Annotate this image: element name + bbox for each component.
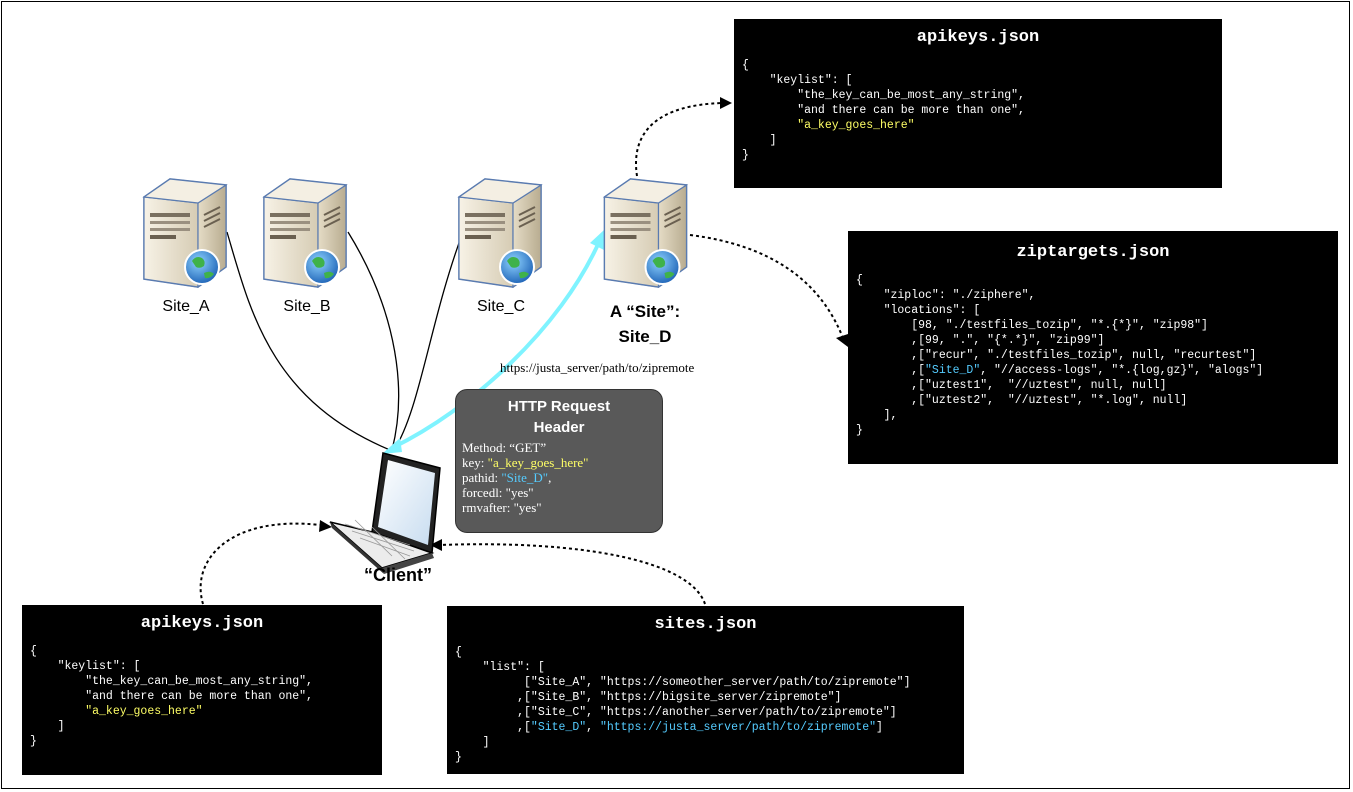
- ziptargets-line: }: [856, 424, 863, 437]
- ziptargets-line: ,["Site_D", "//access-logs", "*.{log,gz}…: [856, 363, 1330, 378]
- client-laptop-icon: [329, 452, 441, 574]
- client-label: “Client”: [363, 565, 432, 585]
- site-a-label: Site_A: [162, 298, 210, 315]
- site-c-server-icon: [458, 178, 542, 288]
- client-apikeys-line: ]: [30, 720, 65, 733]
- client-apikeys-highlight-key: "a_key_goes_here": [85, 705, 203, 718]
- server-apikeys-line: "the_key_can_be_most_any_string",: [742, 89, 1025, 102]
- ziptargets-line: ,["uztest2", "//uztest", "*.log", null]: [856, 394, 1188, 407]
- server-apikeys-line: ]: [742, 134, 777, 147]
- request-pathid-line: pathid: "Site_D",: [462, 470, 662, 485]
- site-d-to-apikeys-arrow: [635, 102, 723, 177]
- sites-json-line: ]: [455, 736, 490, 749]
- sites-json-line: {: [455, 646, 462, 659]
- sites-json-line: ,["Site_B", "https://bigsite_server/zipr…: [455, 691, 842, 704]
- client-apikeys-line: {: [30, 645, 37, 658]
- ziptargets-json-box: ziptargets.json { "ziploc": "./ziphere",…: [848, 231, 1338, 464]
- ziptargets-line: ],: [856, 409, 898, 422]
- site-d-to-apikeys-arrow-head: [720, 97, 732, 109]
- sites-json-segment: ]: [876, 721, 883, 734]
- indent: [30, 705, 85, 718]
- site-c-connection: [393, 231, 464, 451]
- ziptargets-title: ziptargets.json: [1016, 243, 1170, 262]
- site-d-to-ziptargets-arrow-head: [836, 334, 848, 347]
- sites-to-client-arrow: [439, 543, 706, 605]
- sites-json-box: sites.json { "list": [ ["Site_A", "https…: [447, 606, 964, 774]
- apikeys-to-client-arrow: [199, 522, 321, 605]
- client-apikeys-line: "the_key_can_be_most_any_string",: [30, 675, 313, 688]
- request-method: Method: “GET”: [462, 440, 547, 455]
- site-d-label-line2: Site_D: [618, 327, 672, 346]
- client-apikeys-line: "keylist": [: [30, 660, 141, 673]
- client-apikeys-title: apikeys.json: [140, 614, 264, 633]
- request-arrow: [391, 239, 602, 450]
- indent: [742, 119, 797, 132]
- sites-json-line: ,["Site_D", "https://justa_server/path/t…: [455, 720, 956, 735]
- ziptargets-line: {: [856, 274, 863, 287]
- site-b-label: Site_B: [283, 298, 331, 315]
- server-apikeys-line: }: [742, 149, 749, 162]
- ziptargets-site-highlight: "Site_D": [925, 364, 981, 377]
- request-pathid-prefix: pathid:: [462, 470, 502, 485]
- server-apikeys-line: {: [742, 59, 749, 72]
- client-apikeys-line: "a_key_goes_here": [30, 704, 374, 719]
- http-request-header-box: HTTP Request Header Method: “GET”key: "a…: [455, 389, 663, 533]
- request-key-line: key: "a_key_goes_here": [462, 455, 662, 470]
- request-arrow-head-client: [382, 438, 402, 454]
- request-pathid-suffix: ,: [548, 470, 552, 485]
- client-apikeys-line: }: [30, 735, 37, 748]
- site-b-connection: [347, 231, 400, 451]
- sites-json-segment: ,[: [455, 721, 531, 734]
- request-pathid-value: "Site_D": [501, 470, 549, 485]
- ziptargets-line: ,["uztest1", "//uztest", null, null]: [856, 379, 1167, 392]
- ziptargets-line: "ziploc": "./ziphere",: [856, 289, 1036, 302]
- http-request-title-line2: Header: [533, 419, 585, 436]
- request-key-value: "a_key_goes_here": [487, 455, 589, 470]
- site-d-server-icon: [603, 177, 688, 289]
- ziptargets-segment: , "//access-logs", "*.{log,gz}", "alogs"…: [980, 364, 1264, 377]
- request-forcedl: forcedl: "yes": [462, 485, 534, 500]
- sites-to-client-arrow-head: [430, 539, 442, 551]
- request-arrow-head-site: [590, 230, 604, 250]
- apikeys-to-client-arrow-head: [319, 520, 332, 532]
- request-key-prefix: key:: [462, 455, 488, 470]
- sites-json-site-highlight: "Site_D": [530, 721, 587, 734]
- http-request-title-line1: HTTP Request: [507, 398, 611, 415]
- sites-json-line: ,["Site_C", "https://another_server/path…: [455, 706, 897, 719]
- server-apikeys-line: "and there can be more than one",: [742, 104, 1025, 117]
- site-d-label-line1: A “Site”:: [609, 302, 681, 321]
- server-apikeys-line: "keylist": [: [742, 74, 853, 87]
- sites-json-line: "list": [: [455, 661, 545, 674]
- sites-json-line: }: [455, 751, 462, 764]
- site-c-label: Site_C: [476, 298, 526, 315]
- sites-json-url-highlight: "https://justa_server/path/to/zipremote": [599, 721, 876, 734]
- ziptargets-line: [98, "./testfiles_tozip", "*.{*}", "zip9…: [856, 319, 1208, 332]
- request-url-label: https://justa_server/path/to/zipremote: [500, 360, 695, 375]
- site-a-connection: [226, 231, 391, 451]
- ziptargets-line: ,[99, ".", "{*.*}", "zip99"]: [856, 334, 1105, 347]
- sites-json-segment: ,: [586, 721, 600, 734]
- request-rmvafter: rmvafter: "yes": [462, 500, 542, 515]
- server-apikeys-title: apikeys.json: [916, 28, 1040, 47]
- client-apikeys-line: "and there can be more than one",: [30, 690, 313, 703]
- sites-json-title: sites.json: [654, 615, 757, 634]
- ziptargets-line: "locations": [: [856, 304, 981, 317]
- client-apikeys-json-box: apikeys.json { "keylist": [ "the_key_can…: [22, 605, 382, 775]
- site-b-server-icon: [263, 178, 347, 288]
- ziptargets-line: ,["recur", "./testfiles_tozip", null, "r…: [856, 349, 1257, 362]
- server-apikeys-highlight-key: "a_key_goes_here": [797, 119, 915, 132]
- server-apikeys-line: "a_key_goes_here": [742, 118, 1214, 133]
- site-a-server-icon: [143, 178, 227, 288]
- sites-json-line: ["Site_A", "https://someother_server/pat…: [455, 676, 911, 689]
- ziptargets-segment: ,[: [856, 364, 926, 377]
- site-d-to-ziptargets-arrow: [689, 234, 844, 339]
- server-apikeys-json-box: apikeys.json { "keylist": [ "the_key_can…: [734, 19, 1222, 188]
